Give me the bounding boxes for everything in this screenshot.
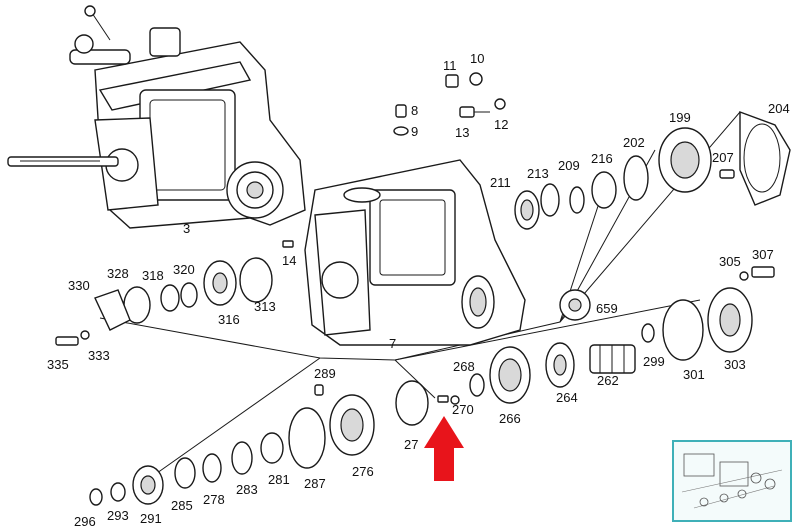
label-13: 13 <box>455 125 469 140</box>
right-side-parts <box>469 266 775 404</box>
label-659: 659 <box>596 301 618 316</box>
label-209: 209 <box>558 158 580 173</box>
label-9: 9 <box>411 124 418 139</box>
label-313: 313 <box>254 299 276 314</box>
label-12: 12 <box>494 117 508 132</box>
label-10: 10 <box>470 51 484 66</box>
label-14: 14 <box>282 253 296 268</box>
part-labels: 3 7 8 9 10 11 12 13 14 199 202 204 207 2… <box>47 51 790 529</box>
label-283: 283 <box>236 482 258 497</box>
label-202: 202 <box>623 135 645 150</box>
label-213: 213 <box>527 166 549 181</box>
label-328: 328 <box>107 266 129 281</box>
label-211: 211 <box>490 175 511 190</box>
label-27: 27 <box>404 437 418 452</box>
label-293: 293 <box>107 508 129 523</box>
label-307: 307 <box>752 247 774 262</box>
label-335: 335 <box>47 357 69 372</box>
label-281: 281 <box>268 472 290 487</box>
label-285: 285 <box>171 498 193 513</box>
label-330: 330 <box>68 278 90 293</box>
red-arrow-up-icon <box>424 416 464 481</box>
label-266: 266 <box>499 411 521 426</box>
label-268: 268 <box>453 359 475 374</box>
label-303: 303 <box>724 357 746 372</box>
bottom-parts <box>89 380 460 506</box>
label-318: 318 <box>142 268 164 283</box>
label-333: 333 <box>88 348 110 363</box>
label-3: 3 <box>183 221 190 236</box>
label-11: 11 <box>443 58 457 73</box>
label-305: 305 <box>719 254 741 269</box>
label-270: 270 <box>452 402 474 417</box>
label-296: 296 <box>74 514 96 529</box>
label-316: 316 <box>218 312 240 327</box>
label-207: 207 <box>712 150 734 165</box>
label-199: 199 <box>669 110 691 125</box>
label-262: 262 <box>597 373 619 388</box>
label-264: 264 <box>556 390 578 405</box>
label-291: 291 <box>140 511 162 526</box>
label-7: 7 <box>389 336 396 351</box>
label-216: 216 <box>591 151 613 166</box>
label-299: 299 <box>643 354 665 369</box>
left-side-parts <box>55 257 273 346</box>
label-287: 287 <box>304 476 326 491</box>
thumbnail-image <box>681 453 783 509</box>
small-fasteners-top <box>282 72 506 248</box>
upper-right-parts <box>514 110 791 230</box>
transmission-housing-7 <box>304 159 526 346</box>
overview-thumbnail[interactable] <box>672 440 792 522</box>
label-301: 301 <box>683 367 705 382</box>
label-289: 289 <box>314 366 336 381</box>
label-276: 276 <box>352 464 374 479</box>
label-320: 320 <box>173 262 195 277</box>
wrench-659 <box>559 289 591 321</box>
label-8: 8 <box>411 103 418 118</box>
gearbox-assembly-3 <box>7 5 306 229</box>
label-204: 204 <box>768 101 790 116</box>
label-278: 278 <box>203 492 225 507</box>
